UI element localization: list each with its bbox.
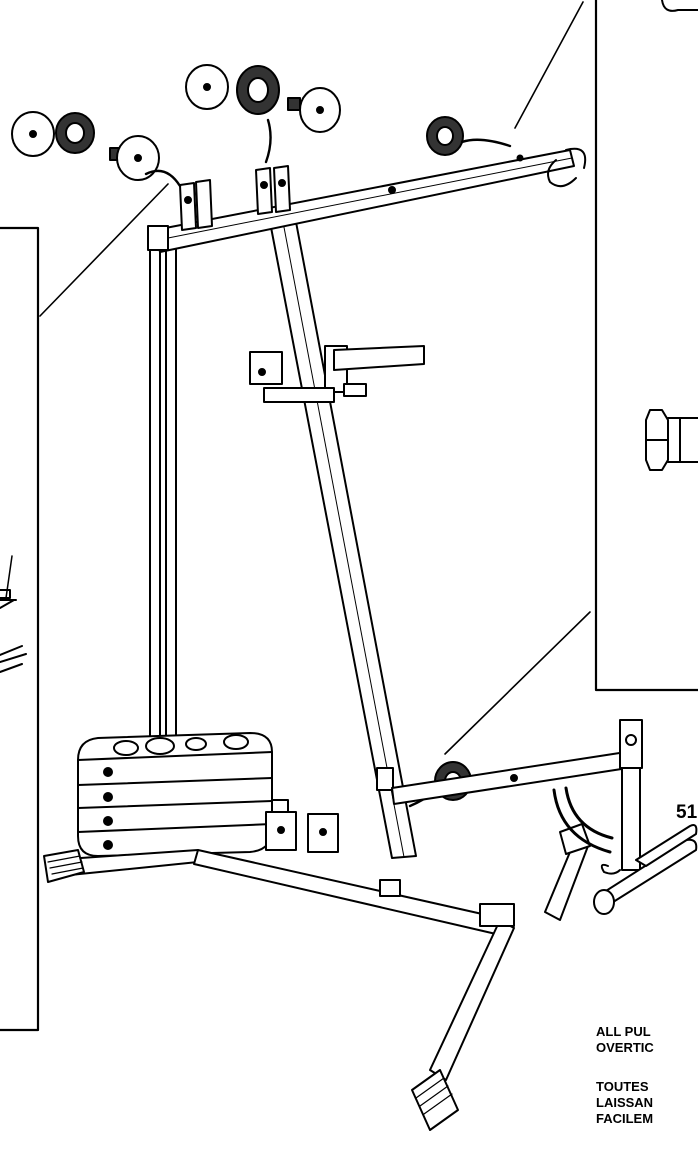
assembly-note-english-line-2: OVERTIC — [596, 1040, 654, 1055]
main-column — [269, 221, 417, 859]
assembly-note-french-line-2: LAISSAN — [596, 1095, 654, 1110]
base-frame — [43, 811, 591, 1131]
mid-bracket-arm — [249, 345, 425, 403]
right-detail-box — [594, 0, 698, 692]
top-boom-arm — [147, 147, 587, 253]
leg-extension-arm — [391, 719, 698, 915]
weight-stack-guide-rods — [149, 229, 177, 771]
assembly-note-english-line-1: ALL PUL — [596, 1024, 651, 1039]
part-number-label: 51 — [676, 802, 698, 823]
pulley-icon — [185, 64, 341, 164]
left-detail-box — [0, 226, 40, 1032]
pulley-icon — [11, 111, 182, 188]
assembly-note-french-line-1: TOUTES — [596, 1079, 649, 1094]
weight-stack — [77, 732, 289, 857]
leader-lines — [39, 1, 591, 755]
pulley-icon — [426, 116, 512, 156]
hex-bolt-icon — [645, 409, 698, 471]
assembly-note-french-line-3: FACILEM — [596, 1111, 654, 1126]
